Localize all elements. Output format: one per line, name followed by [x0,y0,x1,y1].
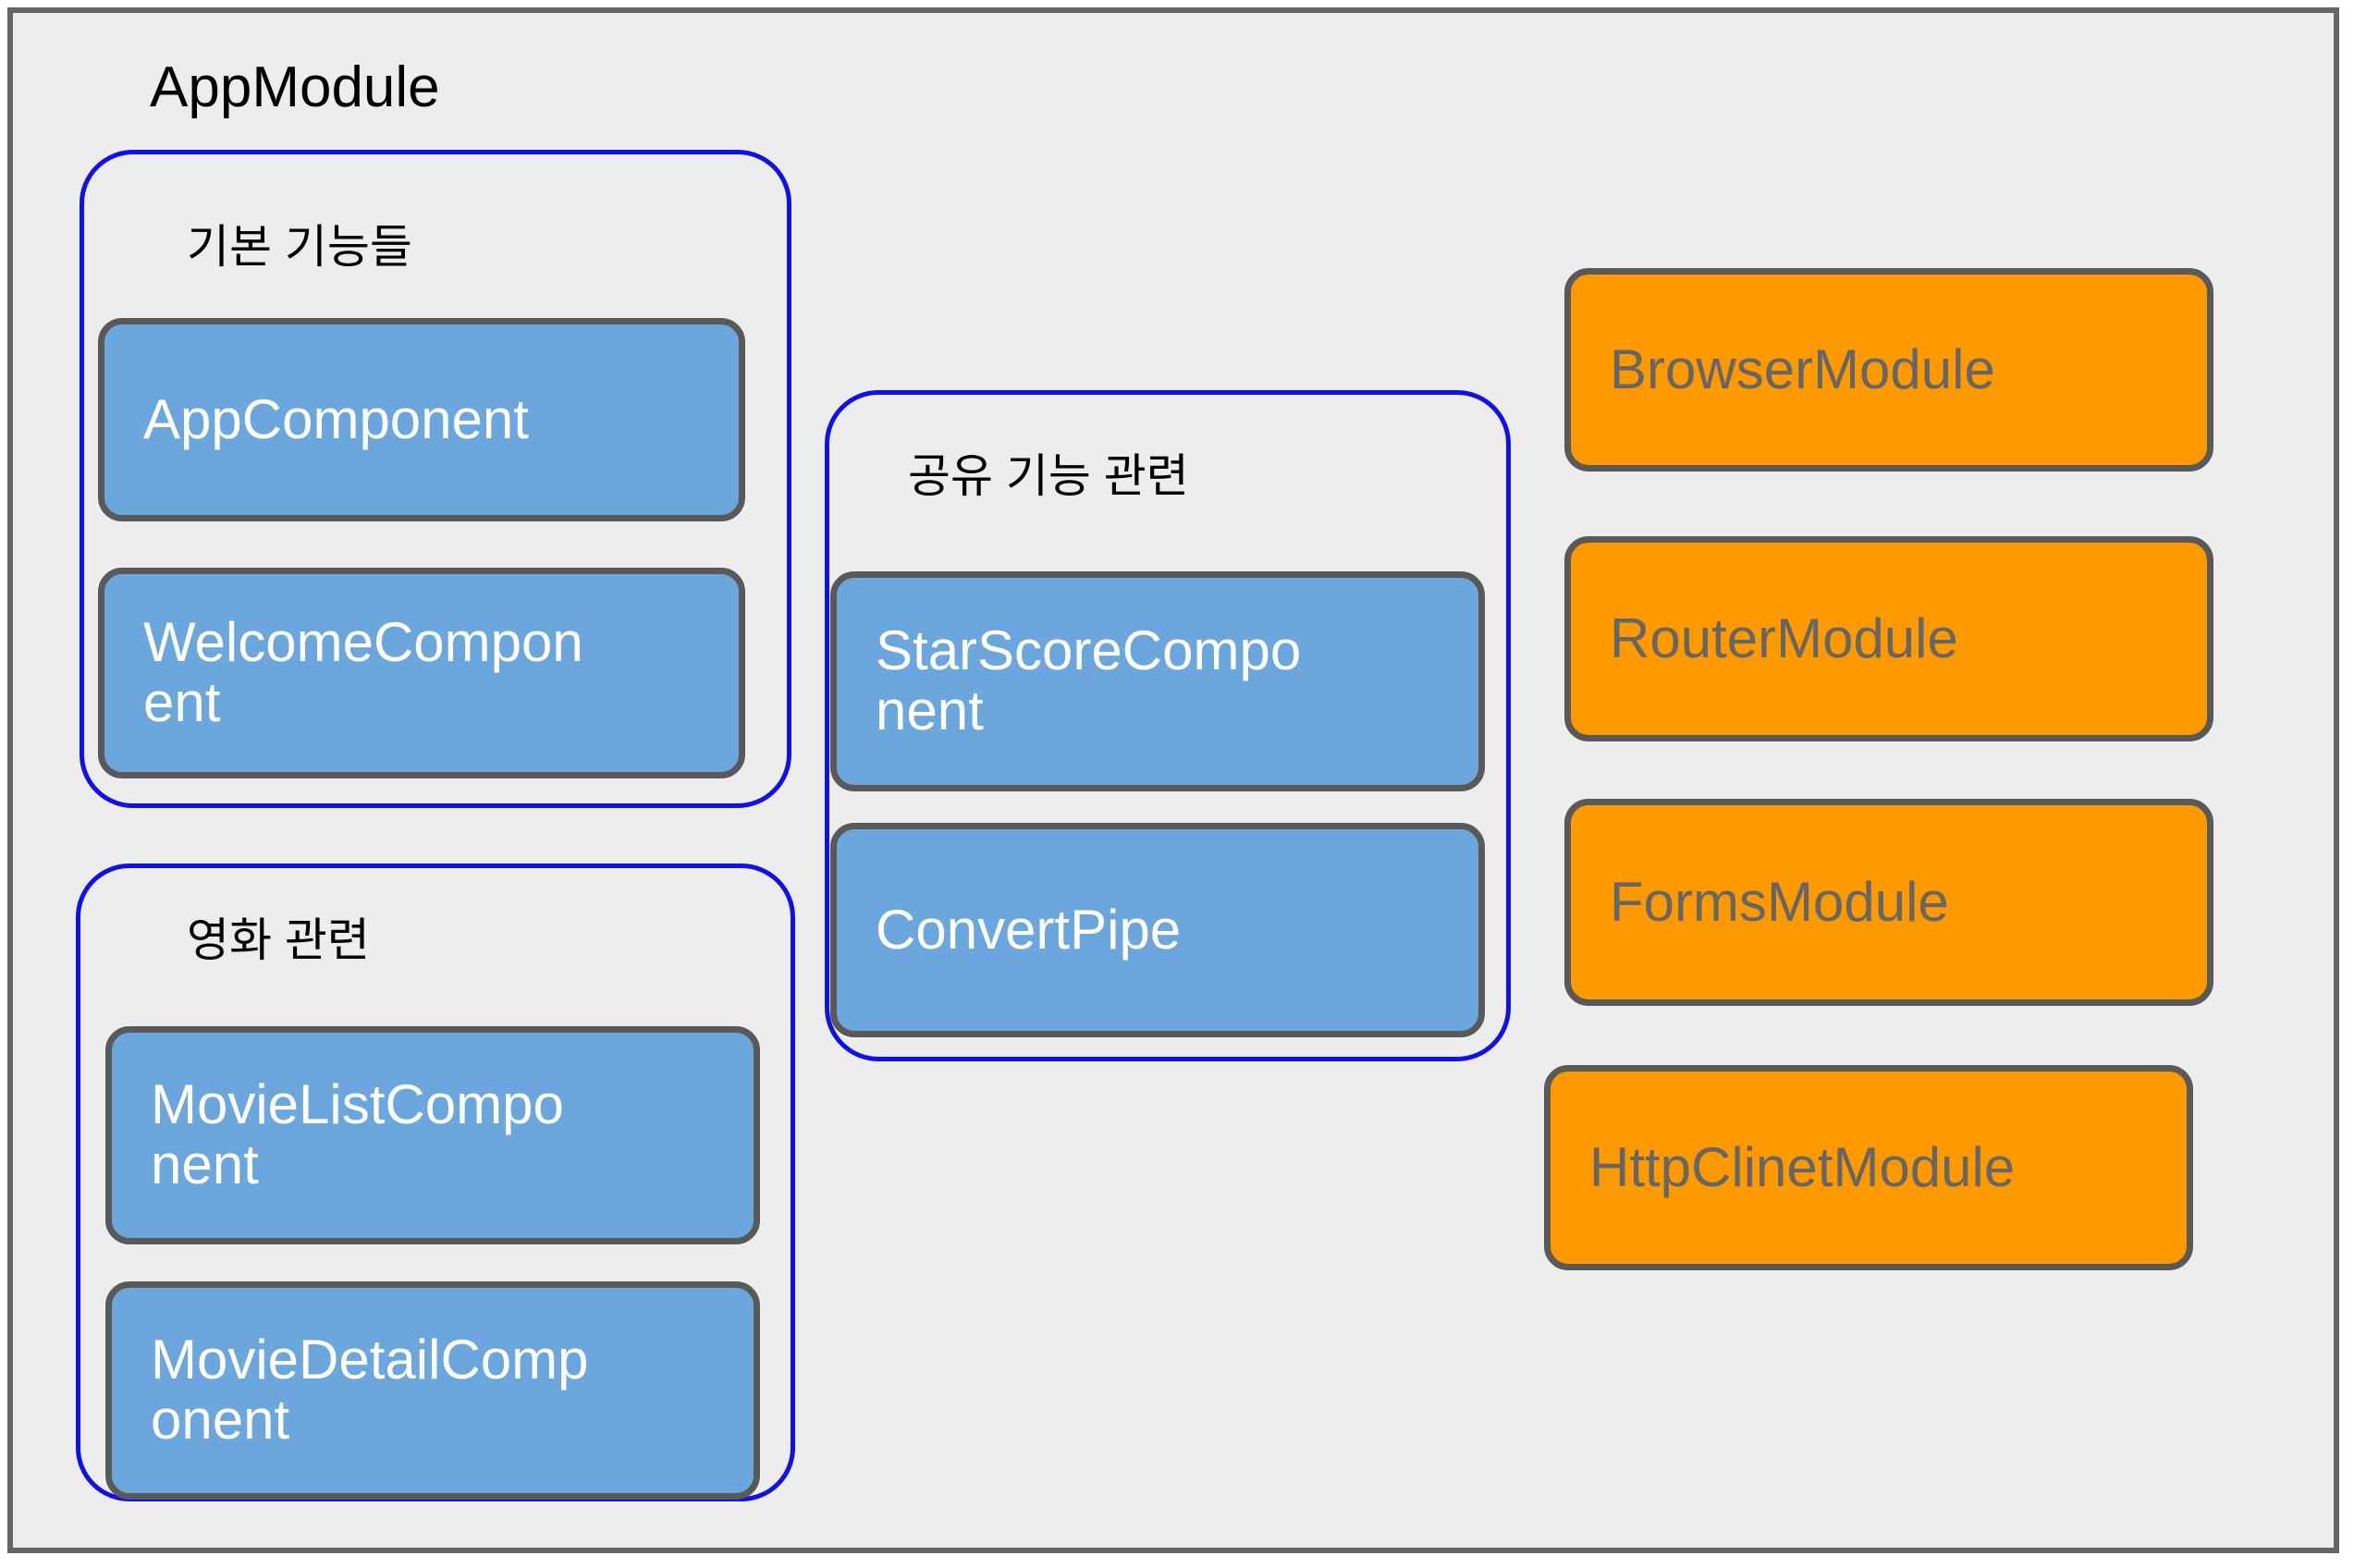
node-forms-module[interactable]: FormsModule [1564,799,2213,1006]
node-browser-module[interactable]: BrowserModule [1564,268,2213,472]
node-label: ConvertPipe [876,898,1182,961]
group-core-features [80,150,791,808]
group-label-movie-features: 영화 관련 [187,914,370,966]
node-label: WelcomeCompon ent [143,611,583,733]
group-label-core-features: 기본 기능들 [187,221,412,273]
app-module-container: AppModule 기본 기능들 AppComponent WelcomeCom… [7,7,2339,1553]
node-router-module[interactable]: RouterModule [1564,536,2213,741]
node-label: HttpClinetModule [1589,1135,2016,1198]
group-label-shared-features: 공유 기능 관련 [908,450,1189,502]
page-title: AppModule [150,55,440,119]
node-app-component[interactable]: AppComponent [98,318,745,521]
node-label: BrowserModule [1610,337,1995,400]
node-movie-list-component[interactable]: MovieListCompo nent [105,1026,760,1244]
node-star-score-component[interactable]: StarScoreCompo nent [830,571,1485,791]
node-label: MovieDetailComp onent [151,1329,589,1451]
node-convert-pipe[interactable]: ConvertPipe [830,823,1485,1037]
node-label: StarScoreCompo nent [876,619,1302,741]
node-welcome-component[interactable]: WelcomeCompon ent [98,568,745,778]
node-http-client-module[interactable]: HttpClinetModule [1544,1065,2193,1270]
node-label: RouterModule [1610,606,1958,669]
node-label: MovieListCompo nent [151,1073,564,1195]
node-label: AppComponent [143,387,529,450]
group-shared-features [825,390,1511,1061]
node-label: FormsModule [1610,870,1949,933]
node-movie-detail-component[interactable]: MovieDetailComp onent [105,1281,760,1500]
